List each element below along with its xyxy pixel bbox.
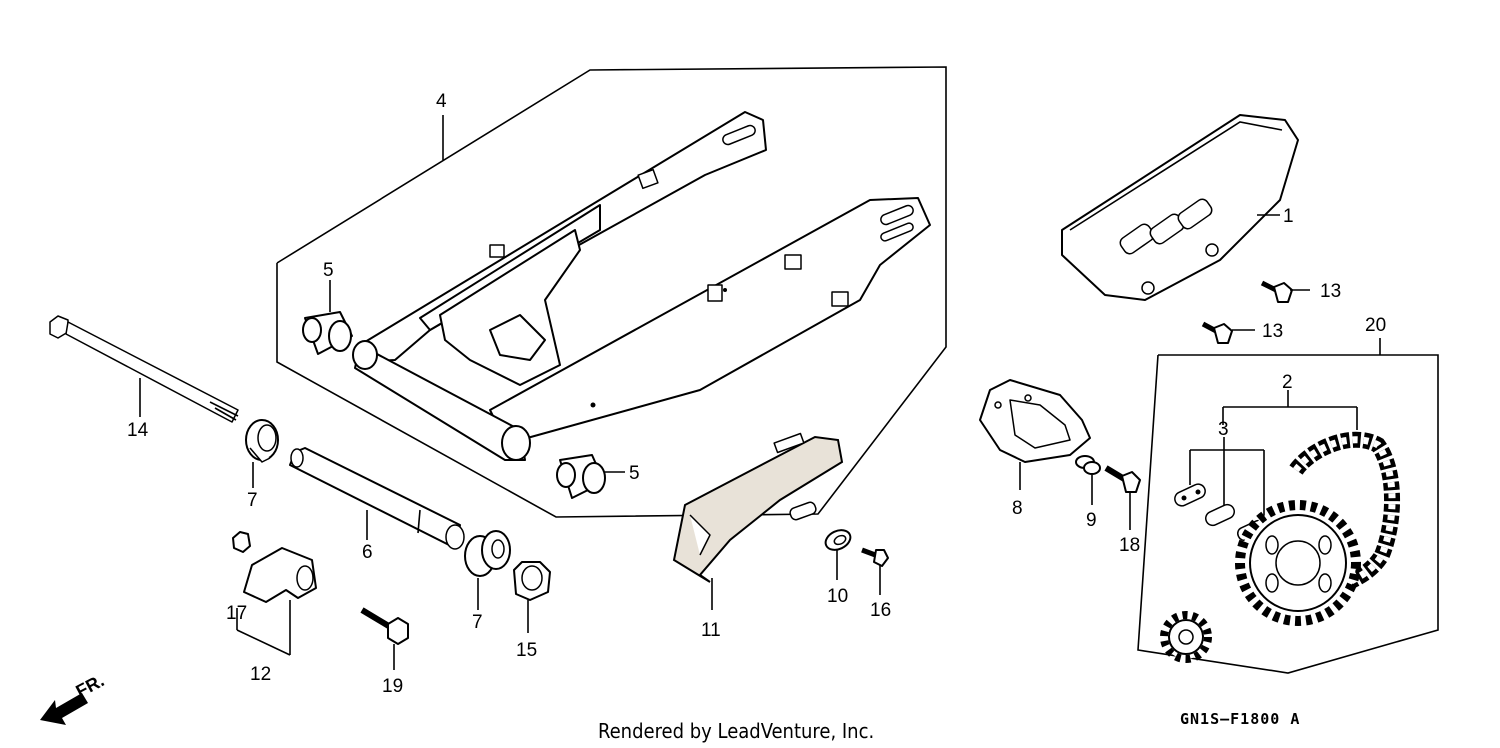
dust-seal-left[interactable] (245, 419, 279, 463)
chain-slider[interactable] (672, 432, 844, 583)
drive-chain-guide-plate[interactable] (979, 379, 1091, 463)
callout-5-lower: 5 (629, 463, 640, 484)
callout-9: 9 (1086, 510, 1097, 531)
group-12-bracket (236, 600, 291, 656)
callout-18: 18 (1119, 535, 1140, 556)
callout-14: 14 (127, 420, 149, 441)
driven-sprocket[interactable] (1235, 500, 1361, 626)
pivot-collar[interactable] (289, 447, 465, 550)
guide-plate-collar[interactable] (1075, 455, 1101, 475)
callout-15: 15 (516, 640, 537, 661)
callout-12: 12 (250, 664, 271, 685)
callout-3-bracket (1189, 437, 1265, 520)
callout-19: 19 (382, 676, 403, 697)
drive-chain-kit-outline (1137, 338, 1439, 674)
callout-7-right: 7 (472, 612, 483, 633)
callout-17: 17 (226, 603, 247, 624)
flange-bolt-19[interactable] (360, 607, 409, 645)
tapping-screw-16[interactable] (861, 547, 889, 567)
callout-13-lower: 13 (1262, 321, 1283, 342)
callout-3: 3 (1218, 419, 1229, 440)
leader-lines (139, 214, 1310, 670)
callout-10: 10 (827, 586, 848, 607)
drive-chain-case[interactable] (1061, 114, 1299, 301)
slider-grommet[interactable] (822, 526, 853, 553)
swingarm-group-outline (276, 66, 947, 518)
drive-chain[interactable] (1289, 431, 1401, 592)
callout-2: 2 (1282, 372, 1293, 393)
callout-2-bracket (1222, 390, 1358, 430)
chain-case-bolt-lower[interactable] (1201, 321, 1233, 344)
pivot-bolt[interactable] (49, 315, 239, 423)
small-nut[interactable] (232, 531, 251, 553)
front-direction-indicator: FR. (40, 670, 107, 725)
drive-sprocket[interactable] (1160, 611, 1212, 663)
diagram-code: GN1S—F1800 A (1180, 710, 1300, 728)
swingarm[interactable] (352, 111, 931, 461)
front-direction-arrow-icon (40, 693, 88, 725)
dust-seal-right[interactable] (464, 530, 511, 577)
pivot-nut[interactable] (513, 561, 551, 601)
callout-13-upper: 13 (1320, 281, 1341, 302)
chain-guide-bracket[interactable] (243, 547, 317, 603)
chain-case-bolt-upper[interactable] (1260, 280, 1293, 303)
pivot-bushing-upper[interactable] (302, 311, 353, 355)
pivot-bushing-lower[interactable] (556, 454, 606, 499)
callout-11: 11 (701, 620, 721, 641)
callout-6: 6 (362, 542, 373, 563)
callout-8: 8 (1012, 498, 1023, 519)
callout-7-left: 7 (247, 490, 258, 511)
render-credit: Rendered by LeadVenture, Inc. (598, 719, 874, 743)
callout-4: 4 (436, 91, 447, 112)
callout-20: 20 (1365, 315, 1386, 336)
callout-5-upper: 5 (323, 260, 334, 281)
callout-16: 16 (870, 600, 891, 621)
callout-1: 1 (1283, 206, 1294, 227)
guide-plate-bolt[interactable] (1104, 465, 1141, 493)
